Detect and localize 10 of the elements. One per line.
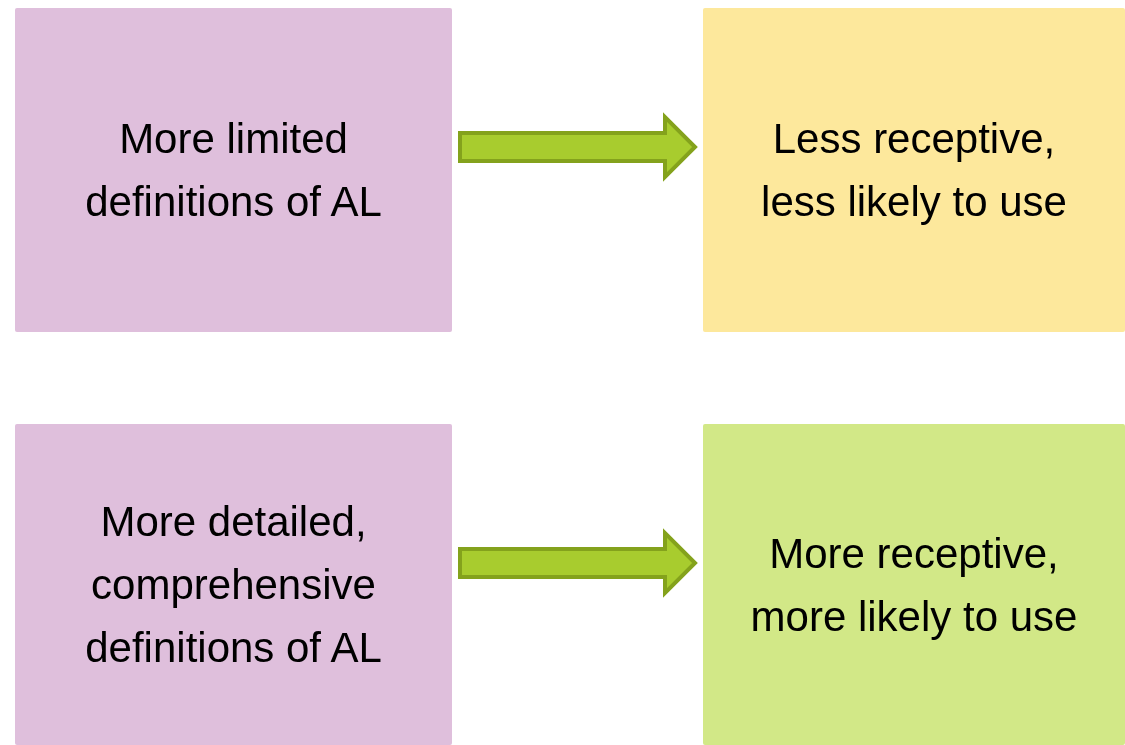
- text-box: [15, 8, 452, 332]
- text-box: [15, 424, 452, 745]
- box-text: More limited definitions of AL: [84, 114, 383, 227]
- box-text: Less receptive, less likely to use: [760, 114, 1068, 227]
- block-arrow: [458, 112, 698, 182]
- block-arrow: [458, 528, 698, 598]
- box-text: More detailed, comprehensive definitions of AL: [84, 497, 383, 673]
- text-box: [703, 8, 1125, 332]
- box-text: More receptive, more likely to use: [749, 528, 1079, 642]
- text-box: [703, 424, 1125, 745]
